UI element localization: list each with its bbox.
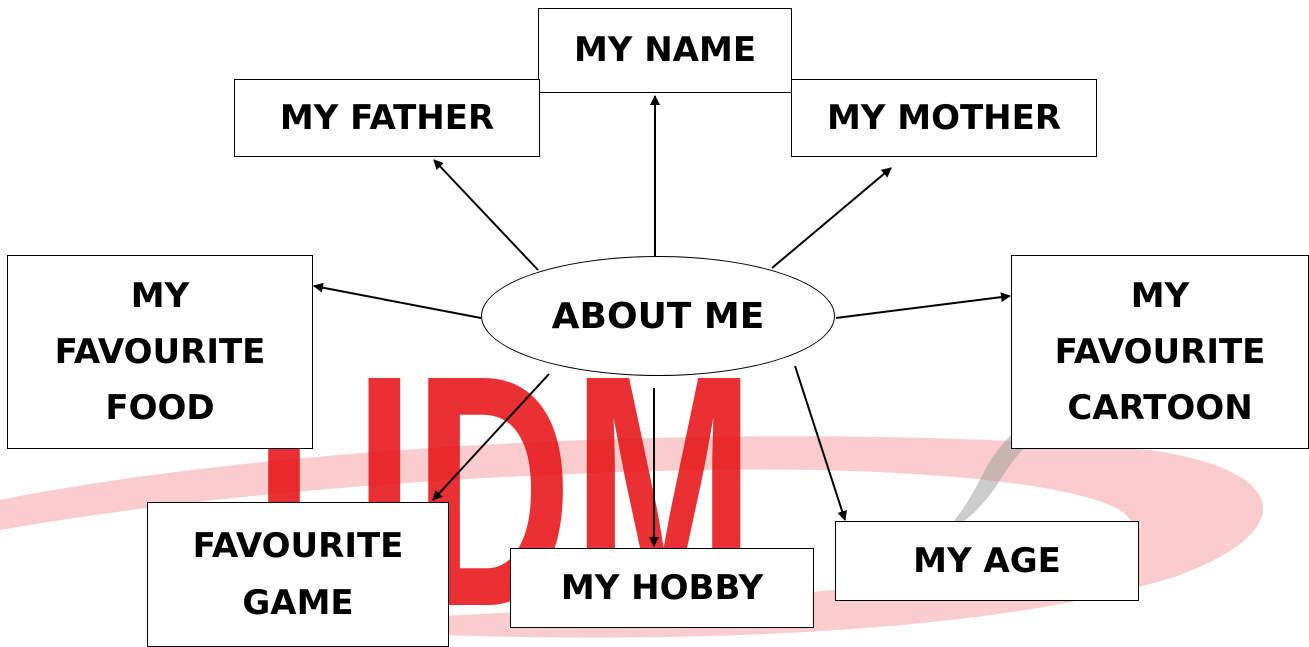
food-line-2: FAVOURITE (54, 331, 266, 372)
center-node-label: ABOUT ME (551, 295, 765, 337)
node-my-mother: MY MOTHER (791, 79, 1097, 157)
node-my-father-label: MY FATHER (279, 97, 495, 138)
food-line-1: MY (130, 275, 190, 316)
arrow-to-age (794, 365, 847, 521)
game-line-1: FAVOURITE (192, 526, 404, 567)
node-favourite-game: FAVOURITE GAME (147, 502, 449, 647)
cartoon-line-2: FAVOURITE (1054, 331, 1266, 372)
cartoon-line-3: CARTOON (1067, 388, 1253, 429)
node-my-age: MY AGE (835, 521, 1139, 601)
node-my-mother-label: MY MOTHER (826, 97, 1062, 138)
node-my-favourite-food: MY FAVOURITE FOOD (7, 255, 313, 449)
node-my-age-label: MY AGE (913, 540, 1061, 581)
node-my-name-label: MY NAME (573, 30, 757, 71)
food-line-3: FOOD (105, 388, 215, 429)
node-my-hobby-label: MY HOBBY (560, 567, 764, 608)
cartoon-line-1: MY (1130, 275, 1190, 316)
game-line-2: GAME (242, 582, 354, 623)
center-node-about-me: ABOUT ME (481, 256, 835, 376)
arrow-to-game (432, 373, 550, 501)
arrow-to-father (433, 159, 539, 271)
node-my-favourite-cartoon: MY FAVOURITE CARTOON (1011, 255, 1309, 449)
arrow-to-food (313, 282, 482, 319)
node-my-father: MY FATHER (234, 79, 540, 157)
node-my-name: MY NAME (538, 8, 792, 93)
arrow-to-mother (771, 167, 892, 269)
node-my-hobby: MY HOBBY (510, 548, 814, 628)
arrow-to-cartoon (835, 292, 1011, 319)
